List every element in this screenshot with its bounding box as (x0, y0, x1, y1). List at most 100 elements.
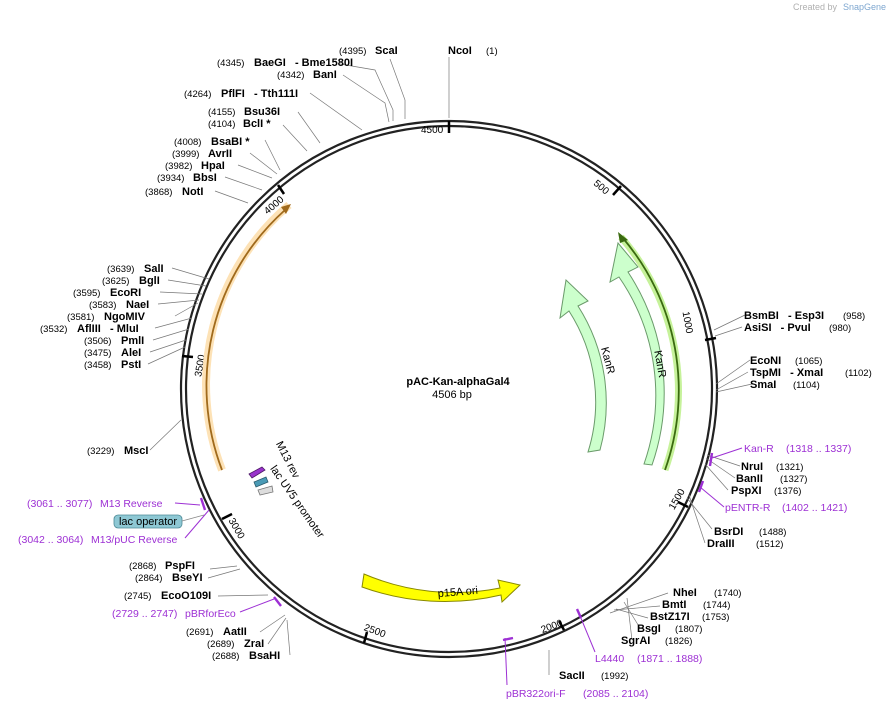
enzyme-pos: (3934) (157, 173, 184, 184)
enzyme-pos: (3639) (107, 264, 134, 275)
enzyme-name: PmlI (121, 335, 144, 347)
enzyme-labels-bottom-left: (2868) PspFI (2864) BseYI (2745) EcoO109… (124, 560, 280, 662)
enzyme-pos: (3982) (165, 161, 192, 172)
enzyme-name: BsrDI (714, 526, 743, 538)
enzyme-name: NaeI (126, 299, 149, 311)
enzyme-pos: (3868) (145, 187, 172, 198)
enzyme-name: BsmBI - Esp3I (744, 310, 824, 322)
enzyme-pos: (2745) (124, 591, 151, 602)
primer-range: (3042 .. 3064) (18, 534, 83, 546)
tick-3000-mark (221, 512, 233, 521)
m13-rev-block (248, 466, 266, 479)
primer-name: M13 Reverse (100, 498, 163, 510)
enzyme-name: BseYI (172, 572, 203, 584)
enzyme-pos: (1744) (703, 600, 730, 611)
enzyme-labels-left: (3639) SalI (3625) BglI (3595) EcoRI (35… (40, 263, 164, 457)
enzyme-name: ScaI (375, 45, 398, 57)
green-feature-arrowhead (618, 232, 628, 243)
enzyme-pos: (4104) (208, 119, 235, 130)
tick-1000: 1000 (680, 311, 695, 335)
enzyme-name: SalI (144, 263, 164, 275)
enzyme-pos: (1992) (601, 671, 628, 682)
enzyme-name: BaeGI - Bme1580I (254, 57, 353, 69)
primer-range: (1871 .. 1888) (637, 653, 702, 665)
primer-name: pENTR-R (725, 502, 771, 514)
green-feature-highlight (618, 234, 682, 472)
enzyme-pos: (958) (843, 311, 865, 322)
enzyme-pos: (1807) (675, 624, 702, 635)
primer-range: (2085 .. 2104) (583, 688, 648, 700)
enzyme-pos: (2688) (212, 651, 239, 662)
enzyme-name: EcoNI (750, 355, 781, 367)
enzyme-pos: (3458) (84, 360, 111, 371)
enzyme-pos: (4264) (184, 89, 211, 100)
enzyme-pos: (4155) (208, 107, 235, 118)
enzyme-name: BanI (313, 69, 337, 81)
primer-range: (1402 .. 1421) (782, 502, 847, 514)
enzyme-pos: (1) (486, 46, 498, 57)
enzyme-pos: (1512) (756, 539, 783, 550)
enzyme-name: SmaI (750, 379, 776, 391)
tick-2000-mark (557, 620, 566, 631)
enzyme-name: Bsu36I (244, 106, 280, 118)
enzyme-name: BsaHI (249, 650, 280, 662)
enzyme-name: ZraI (244, 638, 264, 650)
enzyme-pos: (3475) (84, 348, 111, 359)
lac-operator-leader (181, 514, 205, 522)
enzyme-name: BmtI (662, 599, 686, 611)
kanr-outer-label: KanR (651, 349, 668, 378)
tick-2500-mark (362, 631, 369, 644)
enzyme-name: BclI * (243, 118, 271, 130)
primer-range: (2729 .. 2747) (112, 608, 177, 620)
tick-4000-mark (276, 184, 286, 195)
enzyme-pos: (2864) (135, 573, 162, 584)
tick-3500-mark (181, 354, 194, 359)
primer-marks (199, 452, 714, 642)
primer-labels: Kan-R (1318 .. 1337) pENTR-R (1402 .. 14… (18, 443, 851, 700)
enzyme-labels-top: NcoI (1) (4395) ScaI (4345) BaeGI - Bme1… (145, 45, 498, 198)
enzyme-pos: (2689) (207, 639, 234, 650)
orange-feature-arc (205, 209, 286, 471)
enzyme-pos: (4395) (339, 46, 366, 57)
enzyme-pos: (1376) (774, 486, 801, 497)
enzyme-name: SgrAI (621, 635, 650, 647)
tick-1000-mark (704, 336, 717, 342)
enzyme-pos: (2691) (186, 627, 213, 638)
enzyme-pos: (1102) (845, 368, 872, 379)
enzyme-name: AsiSI - PvuI (744, 322, 811, 334)
enzyme-name: NheI (673, 587, 697, 599)
p15a-ori-arrow (361, 573, 522, 604)
plasmid-length: 4506 bp (432, 389, 472, 401)
enzyme-pos: (4008) (174, 137, 201, 148)
enzyme-name: PspFI (165, 560, 195, 572)
enzyme-pos: (3532) (40, 324, 67, 335)
enzyme-pos: (3625) (102, 276, 129, 287)
enzyme-pos: (1321) (776, 462, 803, 473)
enzyme-leader-lines (147, 57, 753, 675)
created-by-text: Created by (793, 2, 838, 12)
tick-500: 500 (591, 178, 611, 197)
enzyme-name: EcoO109I (161, 590, 211, 602)
lac-operator-badge (113, 514, 183, 529)
enzyme-name: NotI (182, 186, 203, 198)
enzyme-name: DraIII (707, 538, 735, 550)
enzyme-pos: (3506) (84, 336, 111, 347)
enzyme-name: BstZ17I (650, 611, 690, 623)
enzyme-name: PflFI - Tth111I (221, 88, 298, 100)
tick-1500: 1500 (667, 487, 688, 512)
enzyme-name: AvrII (208, 148, 232, 160)
p15a-ori-label: p15A ori (437, 585, 478, 600)
enzyme-name: BsaBI * (211, 136, 250, 148)
enzyme-pos: (3581) (67, 312, 94, 323)
enzyme-pos: (1104) (793, 380, 820, 391)
snapgene-logo: SnapGene (843, 2, 886, 12)
enzyme-name: AatII (223, 626, 247, 638)
enzyme-pos: (3595) (73, 288, 100, 299)
enzyme-pos: (3999) (172, 149, 199, 160)
enzyme-name: BsgI (637, 623, 661, 635)
enzyme-name: NruI (741, 461, 763, 473)
lac-operator-label: lac operator (119, 516, 177, 528)
enzyme-name: AflIII - MluI (77, 323, 139, 335)
kanr-outer-arrow (609, 241, 665, 466)
lac-uv5-block (253, 476, 269, 488)
